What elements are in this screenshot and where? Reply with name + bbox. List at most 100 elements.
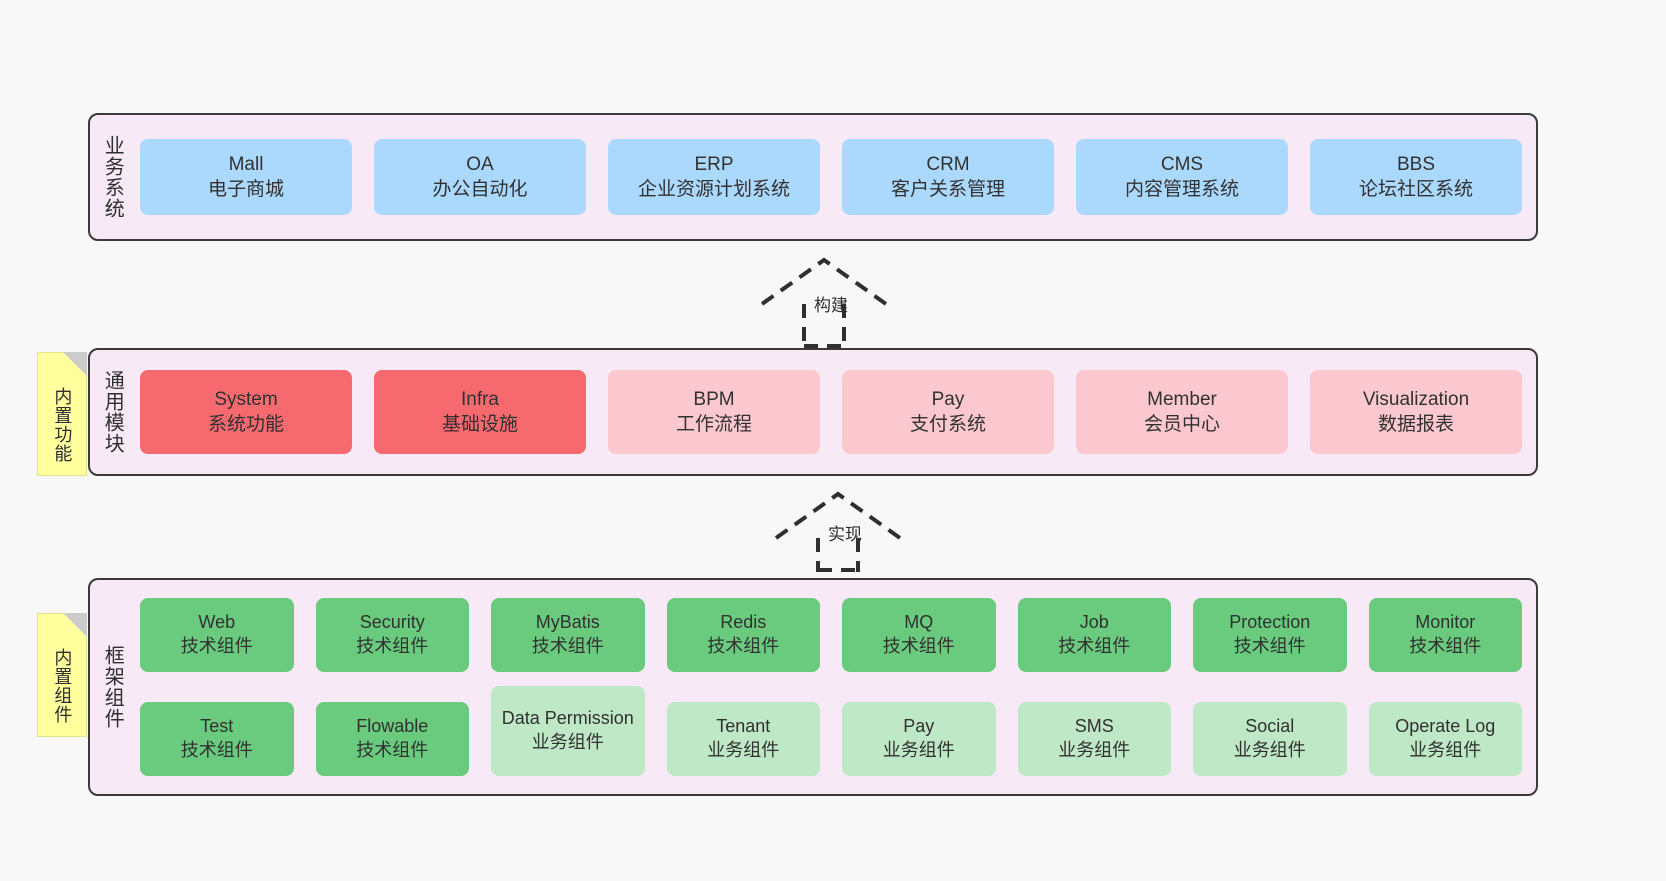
- box-title: Data Permission: [501, 708, 634, 729]
- framework-box-sms[interactable]: SMS 业务组件: [1017, 702, 1171, 776]
- box-subtitle: 支付系统: [909, 414, 986, 435]
- business-box-erp[interactable]: ERP 企业资源计划系统: [608, 139, 820, 215]
- box-subtitle: 企业资源计划系统: [637, 179, 790, 200]
- box-title: Pay: [931, 388, 965, 410]
- box-title: Test: [200, 716, 234, 737]
- box-subtitle: 技术组件: [1409, 636, 1482, 656]
- box-title: Tenant: [716, 716, 771, 737]
- framework-box-social[interactable]: Social 业务组件: [1193, 702, 1347, 776]
- framework-box-redis[interactable]: Redis 技术组件: [666, 598, 820, 672]
- box-subtitle: 技术组件: [531, 636, 604, 656]
- box-subtitle: 工作流程: [675, 414, 752, 435]
- layer-title-business: 业务系统: [101, 135, 124, 219]
- box-title: BPM: [693, 388, 735, 410]
- box-subtitle: 技术组件: [356, 636, 429, 656]
- layer-body-common: System 系统功能 Infra 基础设施 BPM 工作流程 Pay 支付系统…: [134, 350, 1536, 474]
- common-row: System 系统功能 Infra 基础设施 BPM 工作流程 Pay 支付系统…: [140, 370, 1522, 454]
- framework-box-pay[interactable]: Pay 业务组件: [842, 702, 996, 776]
- business-box-crm[interactable]: CRM 客户关系管理: [842, 139, 1054, 215]
- box-subtitle: 业务组件: [882, 740, 955, 760]
- box-subtitle: 会员中心: [1143, 414, 1220, 435]
- framework-box-web[interactable]: Web 技术组件: [140, 598, 294, 672]
- layer-common-modules: 通用模块 System 系统功能 Infra 基础设施 BPM 工作流程 Pay…: [88, 348, 1538, 476]
- common-box-visualization[interactable]: Visualization 数据报表: [1310, 370, 1522, 454]
- box-title: CRM: [926, 153, 970, 175]
- box-subtitle: 技术组件: [180, 636, 253, 656]
- arrowhead-hollow-triangle: [760, 257, 888, 306]
- box-title: Visualization: [1362, 388, 1470, 410]
- box-title: Web: [198, 612, 236, 633]
- common-box-system[interactable]: System 系统功能: [140, 370, 352, 454]
- box-title: OA: [466, 153, 494, 175]
- box-subtitle: 电子商城: [207, 179, 284, 200]
- framework-box-operate-log[interactable]: Operate Log 业务组件: [1368, 702, 1522, 776]
- box-subtitle: 系统功能: [207, 414, 284, 435]
- box-subtitle: 技术组件: [180, 740, 253, 760]
- framework-box-flowable[interactable]: Flowable 技术组件: [315, 702, 469, 776]
- sticky-note-label: 内置组件: [52, 648, 73, 724]
- box-subtitle: 业务组件: [707, 740, 780, 760]
- box-title: Infra: [460, 388, 500, 410]
- box-title: Mall: [228, 153, 264, 175]
- sticky-note-builtin-components: 内置组件: [37, 613, 87, 737]
- box-title: Social: [1245, 716, 1295, 737]
- framework-box-protection[interactable]: Protection 技术组件: [1193, 598, 1347, 672]
- box-title: BBS: [1396, 153, 1436, 175]
- box-subtitle: 办公自动化: [432, 179, 528, 200]
- layer-body-business: Mall 电子商城 OA 办公自动化 ERP 企业资源计划系统 CRM 客户关系…: [134, 115, 1536, 239]
- box-title: Redis: [720, 612, 767, 633]
- layer-title-common: 通用模块: [101, 370, 124, 454]
- box-title: Pay: [903, 716, 935, 737]
- layer-title-framework: 框架组件: [101, 645, 124, 729]
- box-subtitle: 数据报表: [1377, 414, 1454, 435]
- framework-box-security[interactable]: Security 技术组件: [315, 598, 469, 672]
- arrowhead-hollow-triangle: [774, 491, 902, 540]
- box-subtitle: 客户关系管理: [890, 179, 1005, 200]
- box-subtitle: 业务组件: [1058, 740, 1131, 760]
- business-row: Mall 电子商城 OA 办公自动化 ERP 企业资源计划系统 CRM 客户关系…: [140, 139, 1522, 215]
- box-subtitle: 业务组件: [531, 732, 604, 752]
- sticky-note-builtin-features: 内置功能: [37, 352, 87, 476]
- box-subtitle: 技术组件: [356, 740, 429, 760]
- box-subtitle: 技术组件: [882, 636, 955, 656]
- box-title: Member: [1147, 388, 1217, 410]
- business-box-mall[interactable]: Mall 电子商城: [140, 139, 352, 215]
- common-box-bpm[interactable]: BPM 工作流程: [608, 370, 820, 454]
- box-subtitle: 内容管理系统: [1124, 179, 1239, 200]
- framework-box-job[interactable]: Job 技术组件: [1017, 598, 1171, 672]
- box-title: Flowable: [356, 716, 429, 737]
- framework-box-mybatis[interactable]: MyBatis 技术组件: [491, 598, 645, 672]
- framework-row-tech: Web 技术组件 Security 技术组件 MyBatis 技术组件 Redi…: [140, 598, 1522, 672]
- business-box-bbs[interactable]: BBS 论坛社区系统: [1310, 139, 1522, 215]
- sticky-note-label: 内置功能: [52, 387, 73, 463]
- common-box-infra[interactable]: Infra 基础设施: [374, 370, 586, 454]
- box-subtitle: 业务组件: [1233, 740, 1306, 760]
- layer-framework-components: 框架组件 Web 技术组件 Security 技术组件 MyBatis 技术组件…: [88, 578, 1538, 796]
- box-title: MyBatis: [535, 612, 600, 633]
- framework-row-business: Test 技术组件 Flowable 技术组件 Data Permission …: [140, 686, 1522, 776]
- box-title: MQ: [904, 612, 934, 633]
- business-box-oa[interactable]: OA 办公自动化: [374, 139, 586, 215]
- box-title: System: [214, 388, 278, 410]
- box-title: CMS: [1160, 153, 1204, 175]
- framework-box-test[interactable]: Test 技术组件: [140, 702, 294, 776]
- box-subtitle: 业务组件: [1409, 740, 1482, 760]
- connector-realize-arrow: [774, 491, 902, 572]
- box-title: ERP: [694, 153, 734, 175]
- framework-box-mq[interactable]: MQ 技术组件: [842, 598, 996, 672]
- framework-box-data-permission[interactable]: Data Permission 业务组件: [491, 686, 645, 776]
- common-box-member[interactable]: Member 会员中心: [1076, 370, 1288, 454]
- layer-body-framework: Web 技术组件 Security 技术组件 MyBatis 技术组件 Redi…: [134, 580, 1536, 794]
- business-box-cms[interactable]: CMS 内容管理系统: [1076, 139, 1288, 215]
- box-title: SMS: [1074, 716, 1114, 737]
- box-title: Operate Log: [1395, 716, 1496, 737]
- connector-build-label: 构建: [814, 296, 848, 315]
- framework-box-tenant[interactable]: Tenant 业务组件: [666, 702, 820, 776]
- box-title: Monitor: [1415, 612, 1476, 633]
- common-box-pay[interactable]: Pay 支付系统: [842, 370, 1054, 454]
- framework-box-monitor[interactable]: Monitor 技术组件: [1368, 598, 1522, 672]
- box-subtitle: 技术组件: [1058, 636, 1131, 656]
- box-title: Job: [1079, 612, 1109, 633]
- box-title: Security: [359, 612, 425, 633]
